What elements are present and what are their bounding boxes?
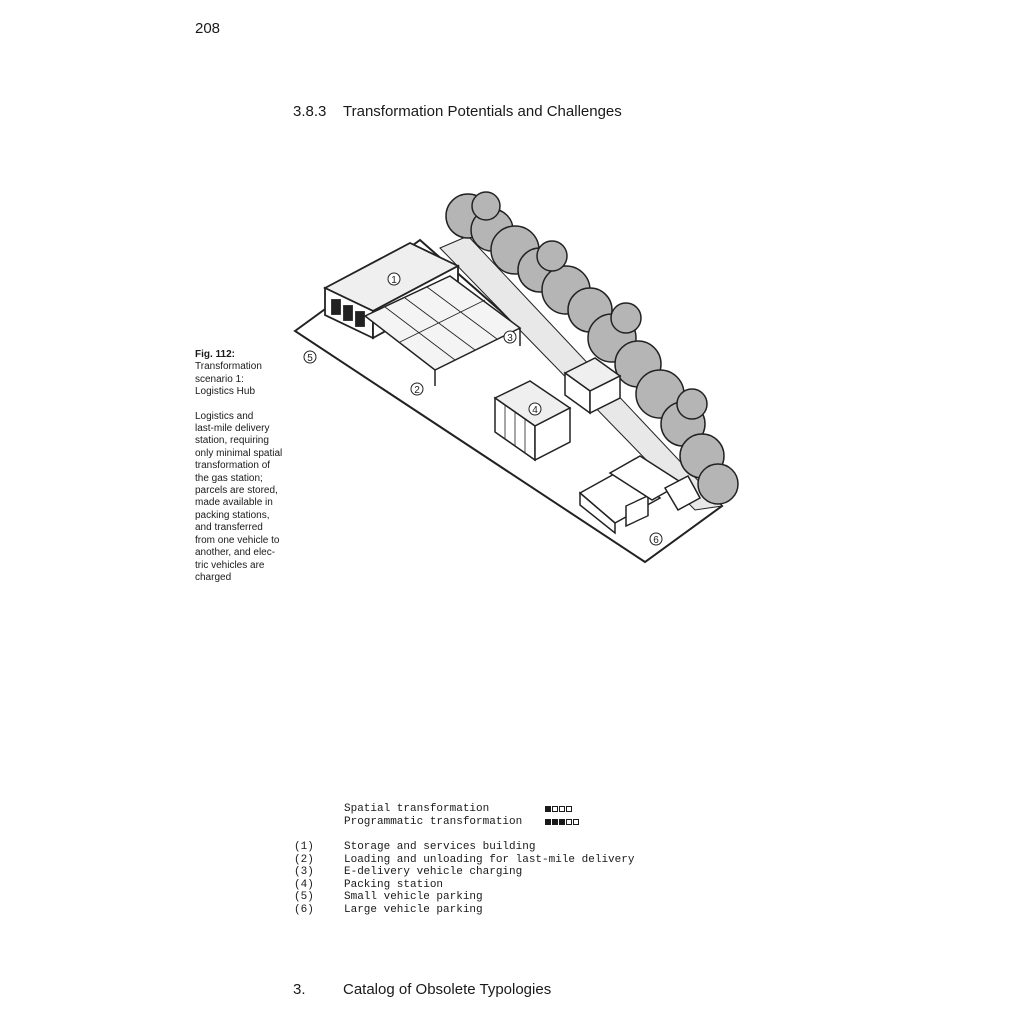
section-heading: 3.8.3 Transformation Potentials and Chal… [293,103,622,120]
legend-text: E-delivery vehicle charging [344,866,523,878]
rating-square-filled [552,818,558,825]
legend-key: (1) [294,841,314,853]
figure-title-line: Transformation [195,361,262,373]
description-line: charged [195,571,232,583]
rating-square-empty [559,806,565,813]
figure-caption: Fig. 112: Transformation scenario 1: Log… [195,349,290,584]
description-line: last-mile delivery [195,423,270,435]
legend-key: (6) [294,903,314,916]
chapter-number: 3. [293,981,306,998]
marker-4: 4 [528,402,542,416]
rating-row-programmatic: Programmatic transformation [344,816,579,829]
legend-item: (4) Packing station [294,879,634,892]
legend-item: (5) Small vehicle parking [294,891,634,904]
marker-6: 6 [649,532,663,546]
section-title: Transformation Potentials and Challenges [343,103,622,120]
description-line: from one vehicle to [195,534,280,546]
tree-row [445,191,739,505]
running-footer: 3. Catalog of Obsolete Typologies [293,981,551,998]
rating-row-spatial: Spatial transformation [344,803,579,816]
figure-title-line: Logistics Hub [195,386,256,398]
marker-3: 3 [503,330,517,344]
rating-label: Programmatic transformation [344,815,523,828]
legend-text: Packing station [344,878,444,891]
description-line: made available in [195,497,273,509]
solar-canopy [363,275,522,386]
rating-square-empty [573,818,579,825]
rating-squares [545,816,579,829]
legend-item: (1) Storage and services building [294,841,634,854]
large-trucks [578,455,702,535]
description-line: packing stations, [195,509,270,521]
rating-square-empty [552,806,558,813]
section-number: 3.8.3 [293,103,327,120]
svg-text:1: 1 [391,275,397,286]
legend-text: Small vehicle parking [344,891,483,903]
marker-1: 1 [387,272,401,286]
rating-square-filled [559,818,565,825]
legend-key: (4) [294,878,314,891]
figure-description: Logistics and last-mile delivery station… [195,411,290,585]
rating-label: Spatial transformation [344,803,490,815]
svg-text:2: 2 [414,385,420,396]
rating-square-filled [545,806,551,813]
description-line: Logistics and [195,410,254,422]
legend-text: Storage and services building [344,841,536,853]
description-line: another, and elec- [195,547,276,559]
description-line: transformation of [195,460,271,472]
figure-title: Transformation scenario 1: Logistics Hub [195,361,290,398]
svg-text:5: 5 [307,353,313,364]
description-line: tric vehicles are [195,559,265,571]
legend-item: (3) E-delivery vehicle charging [294,866,634,879]
description-line: and transferred [195,522,263,534]
marker-2: 2 [410,382,424,396]
rating-square-filled [545,818,551,825]
description-line: only minimal spatial [195,447,283,459]
description-line: the gas station; [195,472,263,484]
figure-label: Fig. 112: [195,349,236,360]
description-line: parcels are stored, [195,485,278,497]
legend-text: Loading and unloading for last-mile deli… [344,853,635,866]
legend-key: (3) [294,866,314,878]
figure-markers: 1 2 3 4 5 6 [303,272,663,546]
logistics-hub-illustration: 1 2 3 4 5 6 [293,191,739,564]
rating-square-empty [566,806,572,813]
svg-text:6: 6 [653,535,659,546]
chapter-title: Catalog of Obsolete Typologies [343,981,552,998]
figure-title-line: scenario 1: [195,373,244,385]
transformation-ratings: Spatial transformation Programmatic tran… [344,803,579,828]
legend-item: (6) Large vehicle parking [294,904,634,917]
marker-5: 5 [303,350,317,364]
legend-item: (2) Loading and unloading for last-mile … [294,854,634,867]
charging-container [563,357,622,415]
rating-square-empty [566,818,572,825]
legend-text: Large vehicle parking [344,903,483,916]
rating-squares [545,803,572,816]
description-line: station, requiring [195,435,269,447]
legend-key: (2) [294,853,314,866]
legend-key: (5) [294,891,314,903]
figure-legend: (1) Storage and services building (2) Lo… [294,841,634,916]
svg-text:3: 3 [507,333,513,344]
svg-text:4: 4 [532,405,538,416]
page-number: 208 [195,20,221,37]
